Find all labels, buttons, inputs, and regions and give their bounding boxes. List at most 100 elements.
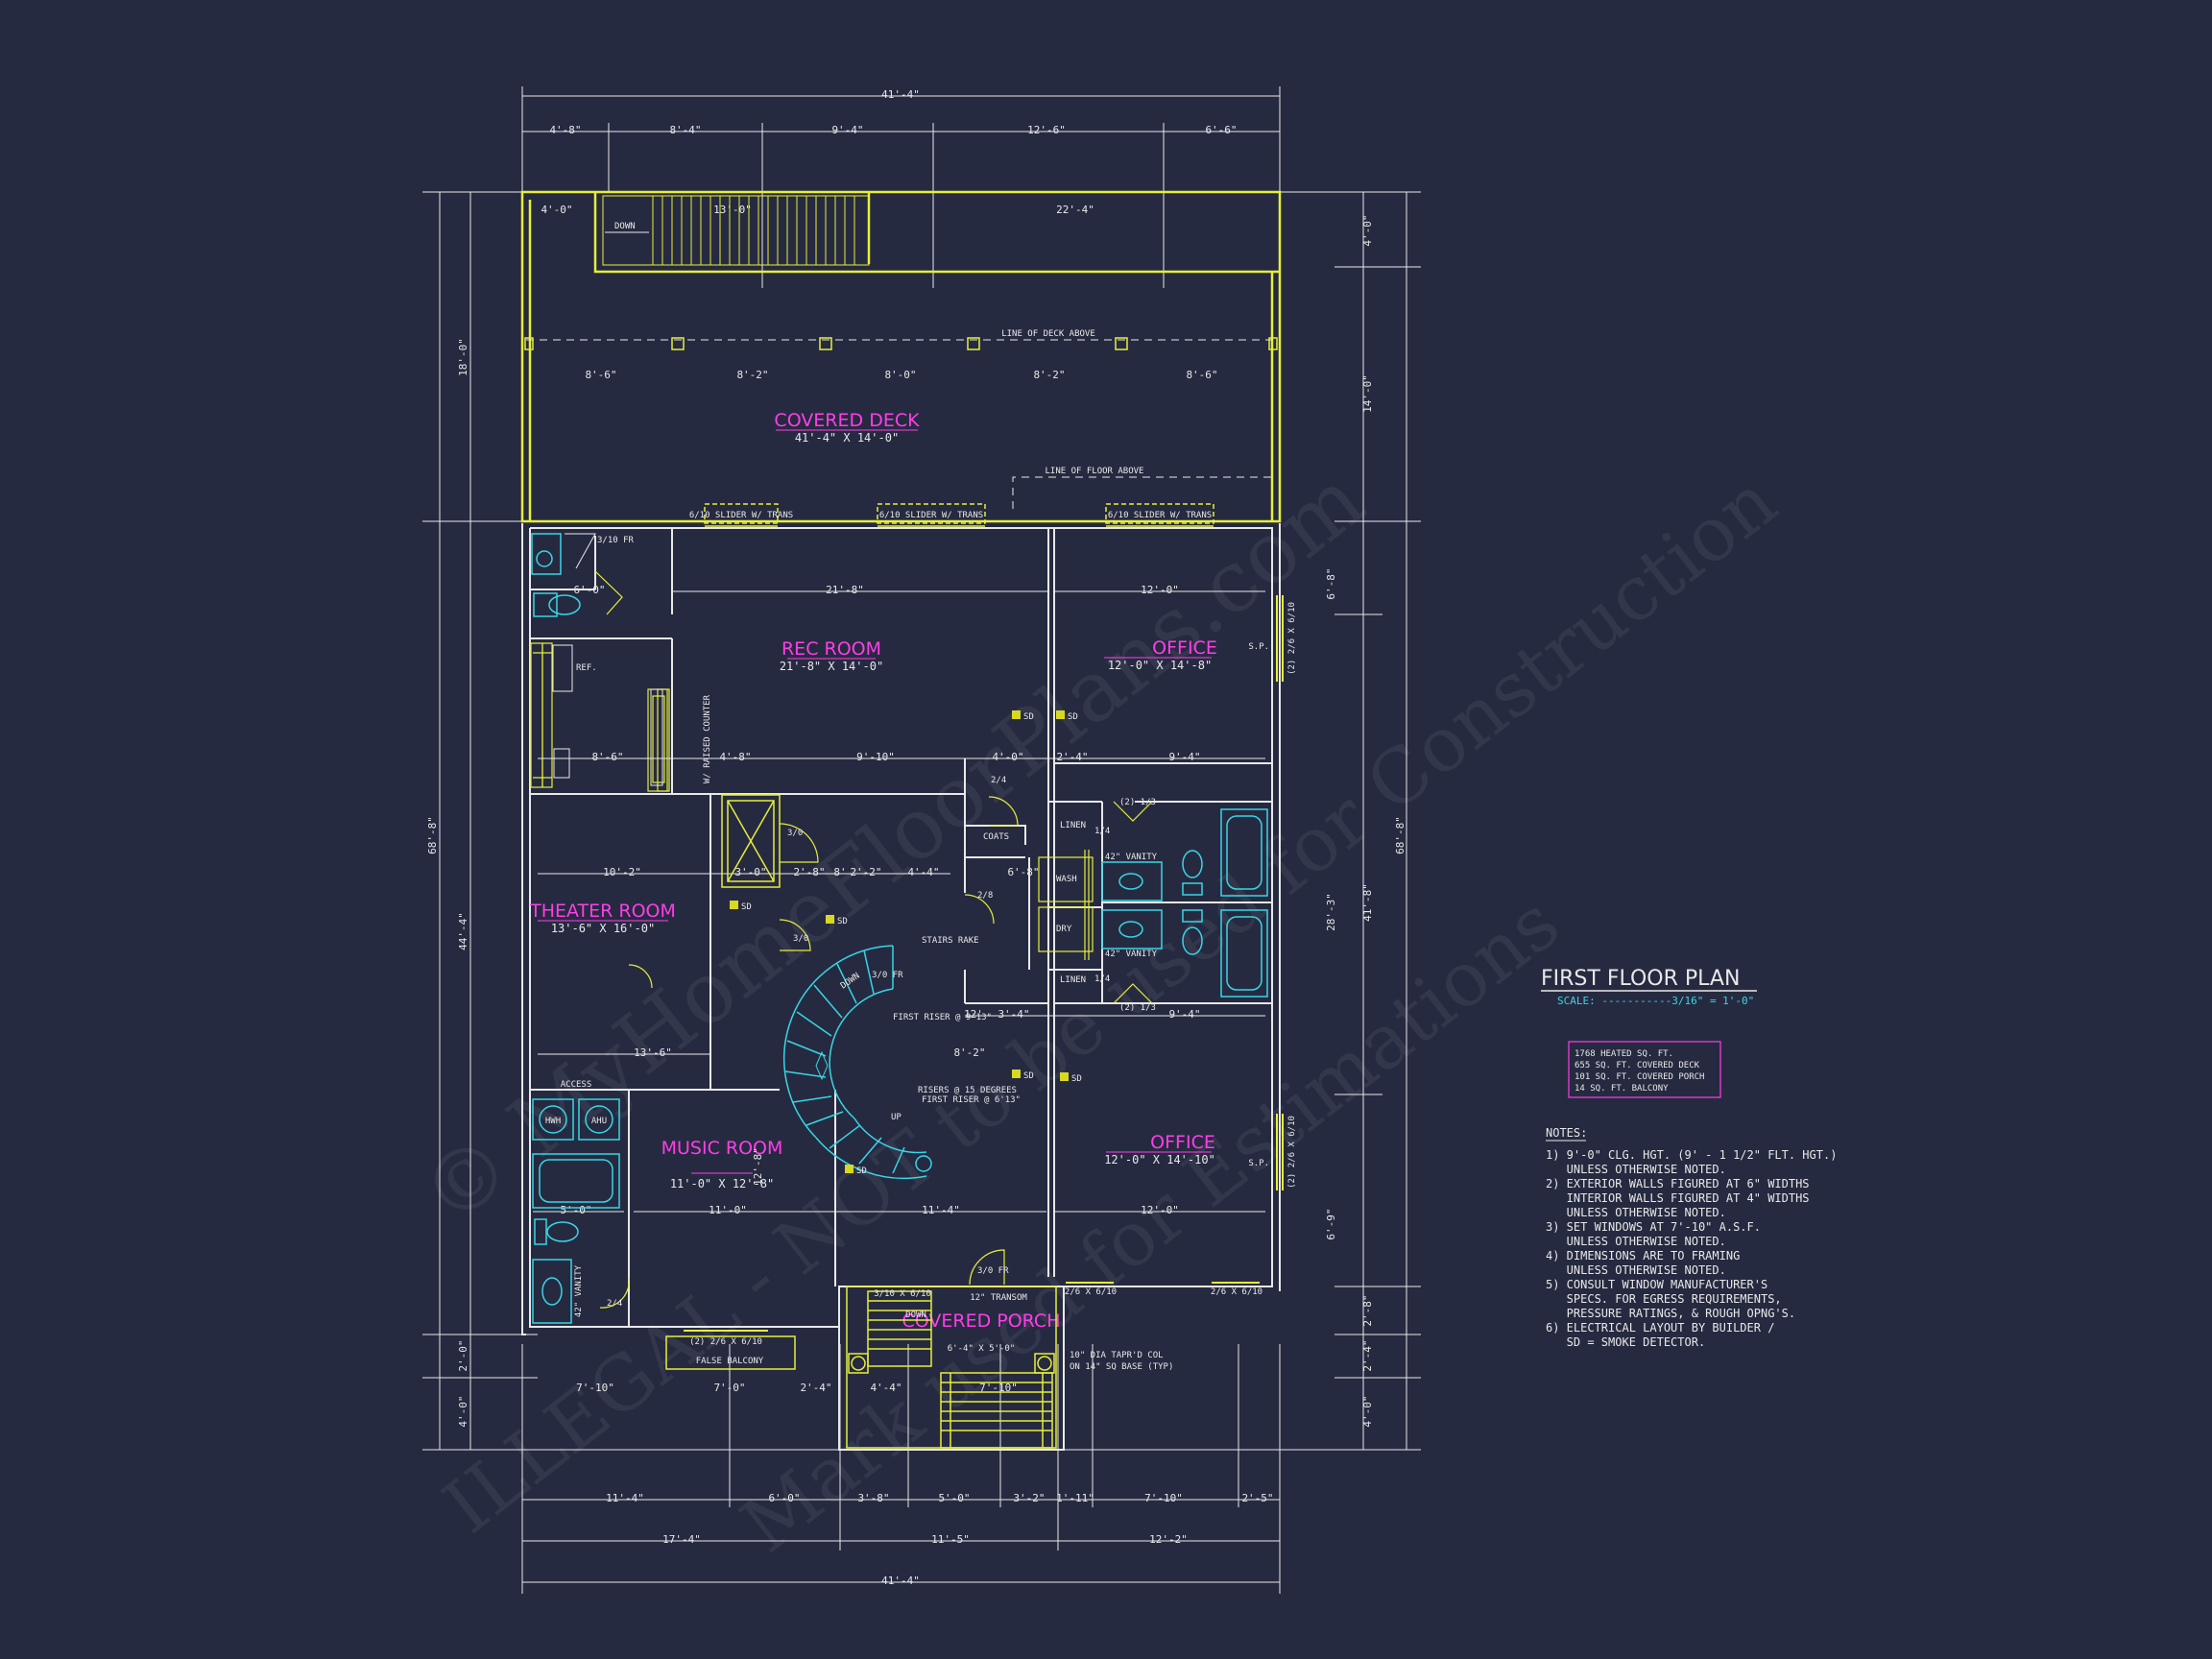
linen-2-label: LINEN — [1060, 975, 1086, 985]
dim-left-overall: 68'-8" — [426, 816, 439, 854]
windows-right — [684, 595, 1284, 1332]
door-label: 2/4 — [607, 1299, 622, 1309]
coats-label: COATS — [983, 832, 1009, 842]
sd-label: SD — [1068, 712, 1078, 722]
dim-interior: 4'-4" — [907, 866, 939, 878]
note-line: UNLESS OTHERWISE NOTED. — [1546, 1163, 1726, 1176]
dim-deck-row: 13'-0" — [713, 204, 752, 216]
access-label: ACCESS — [561, 1080, 592, 1090]
area-line: 101 SQ. FT. COVERED PORCH — [1575, 1072, 1704, 1082]
deck-stair — [602, 195, 870, 266]
dim-bottom-row1: 7'-10" — [1144, 1492, 1183, 1504]
line-of-floor-above — [1012, 476, 1272, 509]
dim-right-i: 4'-0" — [1361, 1395, 1374, 1427]
dim-right-h: 2'-4" — [1361, 1339, 1374, 1371]
kitchen-appliances — [552, 644, 663, 786]
sd-label: SD — [1023, 1071, 1034, 1081]
room-office-1-size: 12'-0" X 14'-8" — [1108, 659, 1212, 672]
line-of-floor-label: LINE OF FLOOR ABOVE — [1046, 467, 1144, 476]
note-line: SD = SMOKE DETECTOR. — [1546, 1335, 1705, 1349]
note-line: PRESSURE RATINGS, & ROUGH OPNG'S. — [1546, 1307, 1795, 1320]
dim-right-e: 28'-3" — [1325, 893, 1337, 931]
dimensions-right: 68'-8" 4'-0" 14'-0" 6'-8" 41'-8" 28'-3" … — [1325, 214, 1407, 1427]
door-swings — [599, 796, 1153, 1309]
sd-label: SD — [1071, 1074, 1082, 1084]
dim-top-seg: 12'-6" — [1027, 124, 1066, 136]
vanity-3-label: 42" VANITY — [574, 1264, 584, 1317]
dim-left-upper: 18'-0" — [457, 338, 469, 376]
door-label: 3/0 FR — [977, 1266, 1009, 1276]
dim-bottom-row3: 2'-4" — [800, 1382, 831, 1394]
spiral-stair — [783, 945, 932, 1180]
sd-label: SD — [741, 902, 752, 912]
dim-bottom-row3: 7'-0" — [713, 1382, 745, 1394]
note-line: UNLESS OTHERWISE NOTED. — [1546, 1206, 1726, 1219]
dim-bottom-row1: 5'-0" — [938, 1492, 970, 1504]
door-label: 2/8 — [977, 891, 993, 901]
dim-interior: 9'-4" — [1168, 1008, 1200, 1021]
ahu-label: AHU — [591, 1117, 607, 1126]
dim-post-row: 8'-2" — [736, 369, 768, 381]
room-porch-name: COVERED PORCH — [902, 1310, 1061, 1332]
dim-interior: 6'-0" — [573, 584, 605, 596]
dim-interior: 6'-8" — [1007, 866, 1039, 878]
room-rec-name: REC ROOM — [781, 638, 881, 660]
dim-top-seg: 4'-8" — [549, 124, 581, 136]
dim-bottom-row3: 7'-10" — [576, 1382, 614, 1394]
dim-right-g: 2'-8" — [1361, 1294, 1374, 1326]
sd-label: SD — [1023, 712, 1034, 722]
risers-label: RISERS @ 15 DEGREES — [918, 1086, 1017, 1095]
stairs-rake-label: STAIRS RAKE — [922, 936, 979, 946]
dim-bottom-row3: 7'-10" — [979, 1382, 1018, 1394]
dim-right-c: 6'-8" — [1325, 567, 1337, 599]
transom-label: 12" TRANSOM — [970, 1293, 1027, 1303]
dim-interior: 12'-0" — [1141, 1204, 1179, 1216]
note-line: 6) ELECTRICAL LAYOUT BY BUILDER / — [1546, 1321, 1774, 1334]
dim-interior: 4'-8" — [719, 751, 751, 763]
room-office-2-size: 12'-0" X 14'-10" — [1104, 1153, 1215, 1166]
stair-up-label: UP — [891, 1113, 902, 1122]
room-porch-size: 6'-4" X 5'-0" — [948, 1344, 1015, 1354]
room-music-size: 11'-0" X 12'-8" — [670, 1177, 774, 1190]
sliders — [704, 503, 1214, 527]
room-office-2-name: OFFICE — [1150, 1132, 1215, 1153]
dimensions-left: 68'-8" 18'-0" 44'-4" 2'-0" 4'-0" — [426, 338, 469, 1427]
false-balcony-label: FALSE BALCONY — [696, 1357, 764, 1366]
dim-interior: 8'-6" — [591, 751, 623, 763]
covered-deck — [520, 190, 1282, 523]
dim-interior: 12'-8" — [752, 1147, 764, 1186]
dim-interior: 2'-2" — [850, 866, 881, 878]
door-labels: 3/0 3/0 2/4 2/8 1/4 1/4 (2) 1/3 (2) 1/3 … — [607, 776, 1156, 1309]
vanity-1-label: 42" VANITY — [1105, 853, 1158, 862]
dim-top-seg: 6'-6" — [1205, 124, 1237, 136]
dim-left-b: 4'-0" — [457, 1395, 469, 1427]
dim-post-row: 8'-6" — [585, 369, 616, 381]
title-block: FIRST FLOOR PLAN SCALE: -----------3/16"… — [1541, 967, 1757, 1007]
dim-interior: 8'-2" — [953, 1046, 985, 1059]
dim-interior: 5'-0" — [560, 1204, 591, 1216]
plan-scale: SCALE: -----------3/16" = 1'-0" — [1557, 995, 1754, 1007]
sp-label-2: S.P. — [1248, 1159, 1269, 1168]
area-box: 1768 HEATED SQ. FT. 655 SQ. FT. COVERED … — [1568, 1041, 1721, 1098]
dim-top-seg: 9'-4" — [831, 124, 863, 136]
dim-interior: 3'-0" — [734, 866, 766, 878]
door-fr-label: 3/10 FR — [597, 536, 635, 545]
room-rec-size: 21'-8" X 14'-0" — [780, 660, 883, 673]
room-music-name: MUSIC ROOM — [661, 1138, 783, 1159]
door-label: 3/0 — [793, 934, 808, 944]
col-note-2: ON 14" SQ BASE (TYP) — [1070, 1362, 1173, 1372]
false-balcony — [665, 1335, 796, 1370]
room-theater-name: THEATER ROOM — [529, 901, 676, 922]
door-label: 3/0 — [787, 829, 803, 838]
porch-down-label: DOWN — [905, 1310, 926, 1320]
dim-interior: 12'-0" — [1141, 584, 1179, 596]
line-of-deck-label: LINE OF DECK ABOVE — [1001, 329, 1095, 339]
dim-interior: 11'-4" — [922, 1204, 960, 1216]
dim-bottom-row3: 4'-4" — [870, 1382, 902, 1394]
kitchen-cabinets — [530, 642, 670, 792]
dim-interior: 4'-0" — [992, 751, 1023, 763]
laundry — [1038, 850, 1094, 960]
dim-right-a: 4'-0" — [1361, 214, 1374, 246]
dimensions-top: 41'-4" 4'-8" 8'-4" 9'-4" 12'-6" 6'-6" 4'… — [541, 88, 1237, 381]
vanity-2-label: 42" VANITY — [1105, 950, 1158, 959]
